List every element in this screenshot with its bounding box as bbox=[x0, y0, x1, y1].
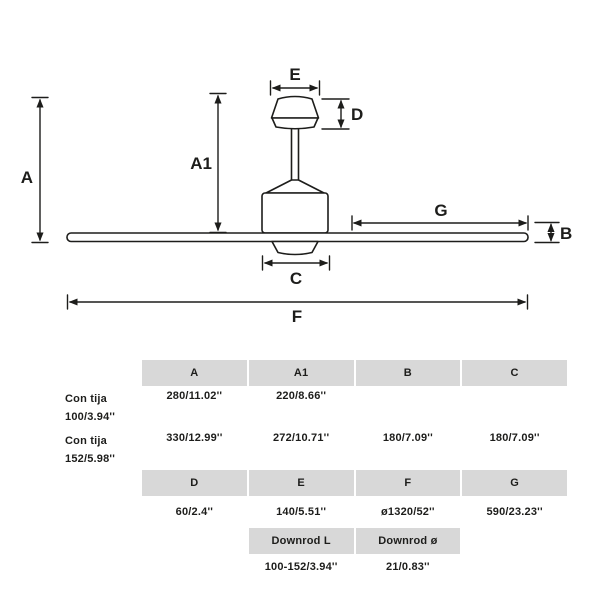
dimensions-table: A A1 B C Con tija 100/3.94'' 280/11.02''… bbox=[65, 360, 567, 580]
value-cell bbox=[462, 386, 567, 428]
table-row-con-tija-100: Con tija 100/3.94'' 280/11.02'' 220/8.66… bbox=[65, 386, 567, 428]
dim-label-g: G bbox=[434, 201, 447, 220]
value-cell: 590/23.23'' bbox=[486, 506, 543, 518]
empty-cell bbox=[65, 360, 140, 386]
col-header-d: D bbox=[142, 470, 247, 496]
dim-label-a: A bbox=[21, 168, 33, 187]
fan-canopy-cup bbox=[270, 95, 320, 119]
row-label: Con tija 100/3.94'' bbox=[65, 386, 140, 428]
dim-label-a1: A1 bbox=[190, 154, 212, 173]
col-header-downrod-diameter: Downrod ø bbox=[355, 528, 461, 554]
empty-cell bbox=[65, 528, 140, 554]
value-cell: 272/10.71'' bbox=[272, 432, 330, 444]
empty-cell bbox=[65, 496, 140, 528]
value-cell: 60/2.4'' bbox=[175, 506, 214, 518]
table-row-downrod-values: 100-152/3.94'' 21/0.83'' bbox=[65, 554, 567, 580]
fan-diagram-svg: A A1 E D G B C F bbox=[21, 65, 573, 326]
row-label: Con tija 152/5.98'' bbox=[65, 428, 140, 470]
dim-label-b: B bbox=[560, 224, 572, 243]
col-header-f: F bbox=[355, 470, 461, 496]
value-cell: ø1320/52'' bbox=[381, 506, 435, 518]
col-header-g: G bbox=[462, 470, 567, 496]
col-header-c: C bbox=[462, 360, 567, 386]
fan-motor-mount-cone bbox=[265, 179, 325, 194]
dim-label-e: E bbox=[289, 65, 300, 84]
col-header-a: A bbox=[142, 360, 247, 386]
col-header-b: B bbox=[355, 360, 461, 386]
empty-cell bbox=[142, 554, 247, 580]
dim-label-d: D bbox=[351, 105, 363, 124]
value-cell: 280/11.02'' bbox=[166, 390, 223, 402]
value-cell: 220/8.66'' bbox=[276, 390, 327, 402]
dim-label-c: C bbox=[290, 269, 302, 288]
row-label-line1: Con tija bbox=[65, 435, 107, 447]
col-header-downrod-l: Downrod L bbox=[248, 528, 354, 554]
empty-cell bbox=[65, 470, 140, 496]
fan-light-kit bbox=[271, 240, 319, 256]
fan-blades bbox=[66, 232, 529, 243]
row-label-line2: 152/5.98'' bbox=[65, 453, 116, 465]
table-row-con-tija-152: Con tija 152/5.98'' 330/12.99'' 272/10.7… bbox=[65, 428, 567, 470]
table-header-row-main: A A1 B C bbox=[65, 360, 567, 386]
value-cell: 100-152/3.94'' bbox=[264, 561, 338, 573]
table-header-row-downrod: Downrod L Downrod ø bbox=[65, 528, 567, 554]
col-header-a1: A1 bbox=[248, 360, 354, 386]
value-cell: 330/12.99'' bbox=[166, 432, 223, 444]
dim-label-f: F bbox=[292, 307, 302, 326]
row-label-line1: Con tija bbox=[65, 393, 107, 405]
empty-cell bbox=[462, 528, 567, 554]
value-cell: 140/5.51'' bbox=[276, 506, 327, 518]
fan-motor-housing bbox=[261, 192, 329, 234]
table-header-row-secondary: D E F G bbox=[65, 470, 567, 496]
value-cell: 180/7.09'' bbox=[382, 432, 433, 444]
value-cell: 180/7.09'' bbox=[489, 432, 540, 444]
empty-cell bbox=[142, 528, 247, 554]
value-cell: 21/0.83'' bbox=[386, 561, 430, 573]
empty-cell bbox=[462, 554, 567, 580]
empty-cell bbox=[65, 554, 140, 580]
fan-canopy-rim bbox=[271, 117, 319, 130]
row-label-line2: 100/3.94'' bbox=[65, 411, 116, 423]
value-cell bbox=[356, 386, 461, 428]
col-header-e: E bbox=[248, 470, 354, 496]
table-row-secondary-values: 60/2.4'' 140/5.51'' ø1320/52'' 590/23.23… bbox=[65, 496, 567, 528]
fan-dimension-diagram: A A1 E D G B C F bbox=[21, 65, 573, 326]
